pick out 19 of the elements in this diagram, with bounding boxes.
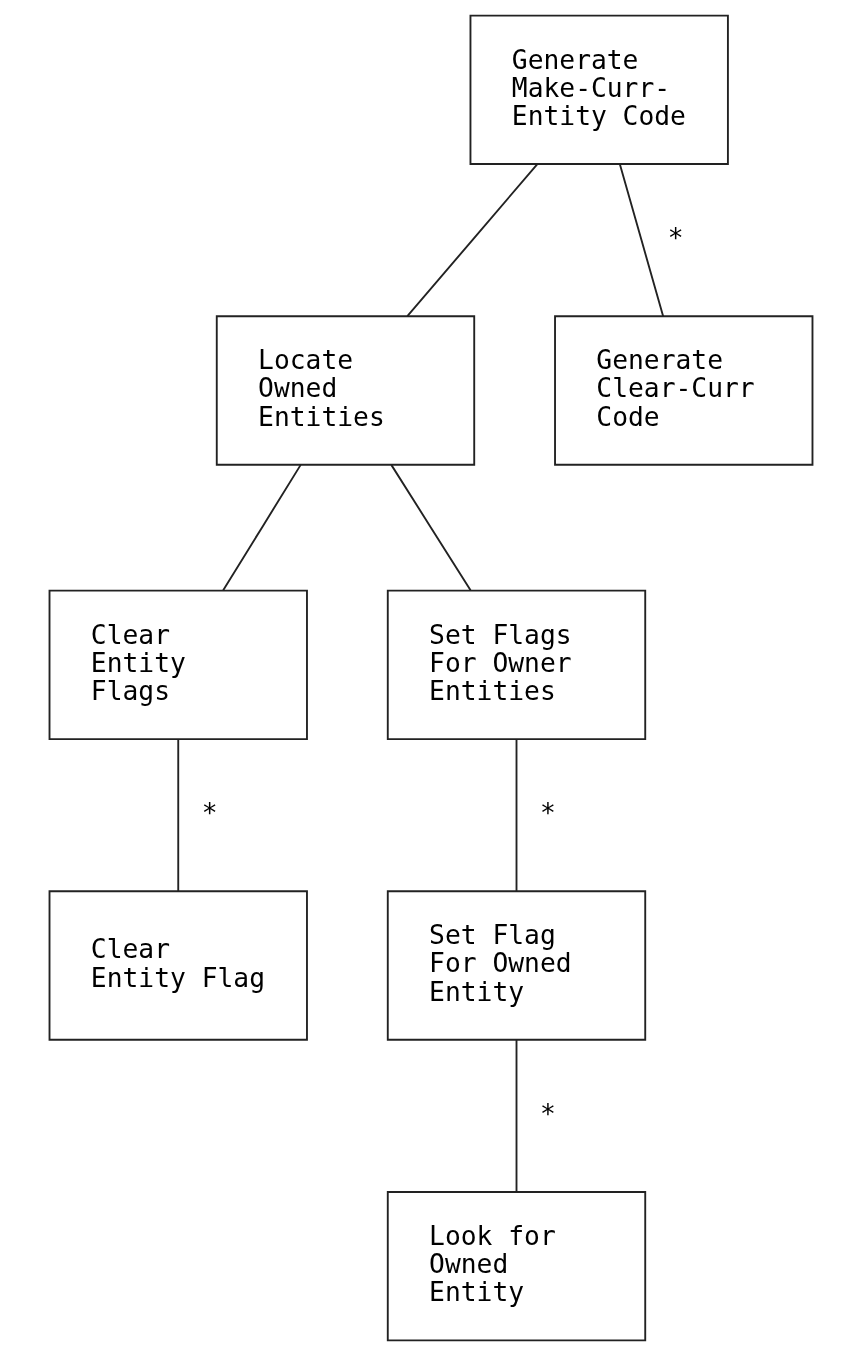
node-box: Generate Make-Curr-Entity Code	[469, 14, 729, 165]
node-box: Clear Entity Flag	[48, 890, 308, 1041]
node-box: Generate Clear-Curr Code	[554, 315, 814, 466]
edge-label: *	[539, 1098, 556, 1129]
connector	[222, 463, 302, 592]
connector	[515, 1039, 518, 1193]
node-box: Set Flags For Owner Entities	[386, 589, 647, 740]
connector	[618, 163, 665, 318]
edge-label: *	[539, 798, 556, 829]
connector	[177, 738, 180, 893]
node-box: Set Flag For Owned Entity	[386, 890, 647, 1041]
connector	[406, 163, 539, 318]
connector	[390, 463, 472, 592]
connector	[515, 738, 518, 893]
node-box: Look for Owned Entity	[386, 1191, 647, 1342]
node-box: Locate Owned Entities	[215, 315, 476, 466]
node-box: Clear Entity Flags	[48, 589, 308, 740]
edge-label: *	[667, 223, 684, 254]
edge-label: *	[201, 798, 218, 829]
